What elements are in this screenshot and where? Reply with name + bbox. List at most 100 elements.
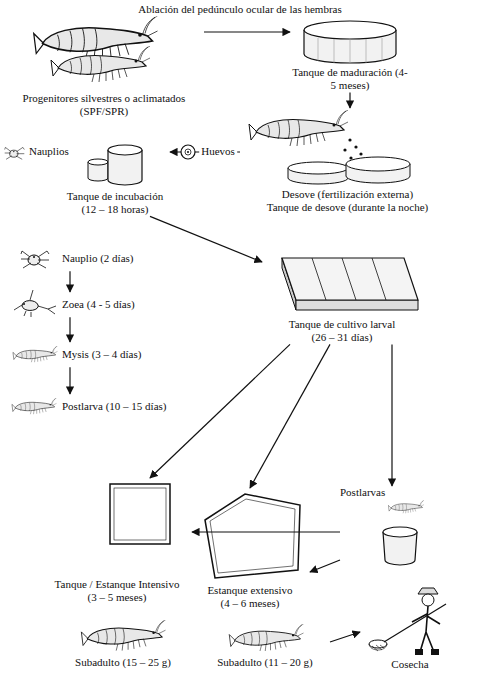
subadult-node: Subadulto (11 – 20 g) xyxy=(200,620,330,669)
larval-stage: Zoea (4 - 5 días) xyxy=(12,292,187,317)
larval-stage-icons xyxy=(21,251,49,268)
edge-label: Huevos xyxy=(199,145,237,158)
incubation-tanks xyxy=(88,159,108,165)
flow-arrow xyxy=(69,271,70,292)
harvest-worker xyxy=(412,606,440,652)
harvest-worker xyxy=(415,649,423,655)
node-caption: Postlarva (10 – 15 días) xyxy=(62,400,187,413)
node-caption: Tanque de incubación (12 – 18 horas) xyxy=(60,190,170,216)
flow-arrow xyxy=(69,317,70,342)
flow-arrow xyxy=(150,216,262,262)
spawning-node: Desove (fertilización externa)Tanque de … xyxy=(240,108,455,214)
harvest-worker xyxy=(431,649,439,655)
node-caption: Tanque de cultivo larval (26 – 31 días) xyxy=(282,318,402,344)
larval-stage-icons xyxy=(22,301,38,311)
harvest-worker xyxy=(369,588,446,655)
extensive-pond xyxy=(210,499,295,573)
harvest-worker xyxy=(384,604,446,642)
extensive-pond xyxy=(205,494,300,578)
flow-arrow xyxy=(192,531,340,532)
subadult-shrimp xyxy=(81,620,165,651)
flow-arrow xyxy=(349,92,350,108)
larval-culture-tanks xyxy=(282,258,418,310)
larval-culture-tanks xyxy=(282,258,418,300)
bucket-node: Postlarvas xyxy=(340,486,426,569)
maturation-tank xyxy=(318,38,382,63)
spawning-illustration xyxy=(249,110,410,184)
spawning-illustration xyxy=(288,162,348,174)
flow-arrow xyxy=(330,632,360,642)
node-caption: Subadulto (11 – 20 g) xyxy=(200,656,330,669)
spawning-illustration xyxy=(343,148,346,151)
node-caption: Progenitores silvestres o aclimatados (S… xyxy=(4,92,204,118)
node-caption: Zoea (4 - 5 días) xyxy=(62,298,187,311)
incubation-tanks xyxy=(88,145,142,185)
broodstock-shrimp xyxy=(34,16,158,61)
flow-arrow xyxy=(391,344,392,486)
intensive-pond xyxy=(110,484,170,544)
broodstock-shrimp xyxy=(51,46,150,82)
egg-icon xyxy=(185,149,191,155)
flow-arrow xyxy=(250,344,330,488)
larval-stage: Nauplio (2 días) xyxy=(12,246,187,271)
intensive-pond xyxy=(110,484,170,544)
pond-node: Tanque / Estanque Intensivo (3 – 5 meses… xyxy=(42,478,192,604)
spawning-illustration xyxy=(249,110,348,146)
subadult-shrimp xyxy=(229,624,303,651)
tank-node: Tanque de incubación (12 – 18 horas) xyxy=(60,138,170,216)
tank-node: Tanque de maduración (4-5 meses) xyxy=(290,18,410,92)
larval-stage-icons xyxy=(12,251,58,414)
larval-culture-tanks xyxy=(312,258,386,300)
spawning-illustration xyxy=(354,145,357,148)
nauplius-icon xyxy=(5,147,25,159)
broodstock-shrimp xyxy=(34,16,158,82)
larval-stage: Postlarva (10 – 15 días) xyxy=(12,394,187,419)
subadult-node: Subadulto (15 – 25 g) xyxy=(58,616,188,669)
stage-label: Nauplios xyxy=(27,145,71,158)
postlarvae-bucket xyxy=(388,500,424,513)
larval-stage-icons xyxy=(14,290,56,317)
subadult-shrimp xyxy=(81,620,303,651)
tank-node: Tanque de cultivo larval (26 – 31 días) xyxy=(262,250,422,344)
postlarvae-bucket xyxy=(383,527,417,537)
extensive-pond xyxy=(205,494,300,578)
nauplius-icon xyxy=(5,147,25,159)
larval-stage-icons xyxy=(23,303,25,305)
postlarvae-bucket xyxy=(383,500,424,565)
node-caption: Postlarvas xyxy=(340,486,426,499)
node-caption: Estanque extensivo (4 – 6 meses) xyxy=(204,584,296,610)
larval-stage: Mysis (3 – 4 días) xyxy=(12,342,187,367)
node-caption: Desove (fertilización externa) xyxy=(240,188,455,201)
flow-arrow xyxy=(69,367,70,394)
node-caption: Cosecha xyxy=(360,658,460,671)
edge-label: Ablación del pedúnculo ocular de las hem… xyxy=(136,3,343,16)
maturation-tank xyxy=(304,21,396,39)
spawning-illustration xyxy=(349,156,352,159)
incubation-tanks xyxy=(108,145,142,155)
pond-node: Estanque extensivo (4 – 6 meses) xyxy=(190,488,310,610)
harvest-worker xyxy=(418,588,438,594)
node-caption: Tanque de desove (durante la noche) xyxy=(240,201,455,214)
node-caption: Tanque de maduración (4-5 meses) xyxy=(291,66,409,92)
node-caption: Nauplio (2 días) xyxy=(62,252,187,265)
flow-arrow xyxy=(150,344,290,478)
larval-culture-tanks xyxy=(296,300,418,310)
larval-stage-icons xyxy=(13,346,58,362)
egg-icon xyxy=(187,151,189,153)
harvest-worker xyxy=(422,594,434,606)
harvest-node: Cosecha xyxy=(360,584,460,671)
spawning-illustration xyxy=(359,152,362,155)
flow-arrow xyxy=(204,31,290,32)
spawning-illustration xyxy=(348,138,351,141)
flow-arrow xyxy=(310,560,340,572)
broodstock-node: Progenitores silvestres o aclimatados (S… xyxy=(4,14,204,118)
spawning-illustration xyxy=(346,157,410,171)
larval-stage-icons xyxy=(12,398,57,414)
egg-icon xyxy=(181,145,195,159)
node-caption: Mysis (3 – 4 días) xyxy=(62,348,187,361)
harvest-worker xyxy=(369,644,387,651)
node-caption: Tanque / Estanque Intensivo (3 – 5 meses… xyxy=(51,578,183,604)
node-caption: Subadulto (15 – 25 g) xyxy=(58,656,188,669)
intensive-pond xyxy=(114,488,166,540)
